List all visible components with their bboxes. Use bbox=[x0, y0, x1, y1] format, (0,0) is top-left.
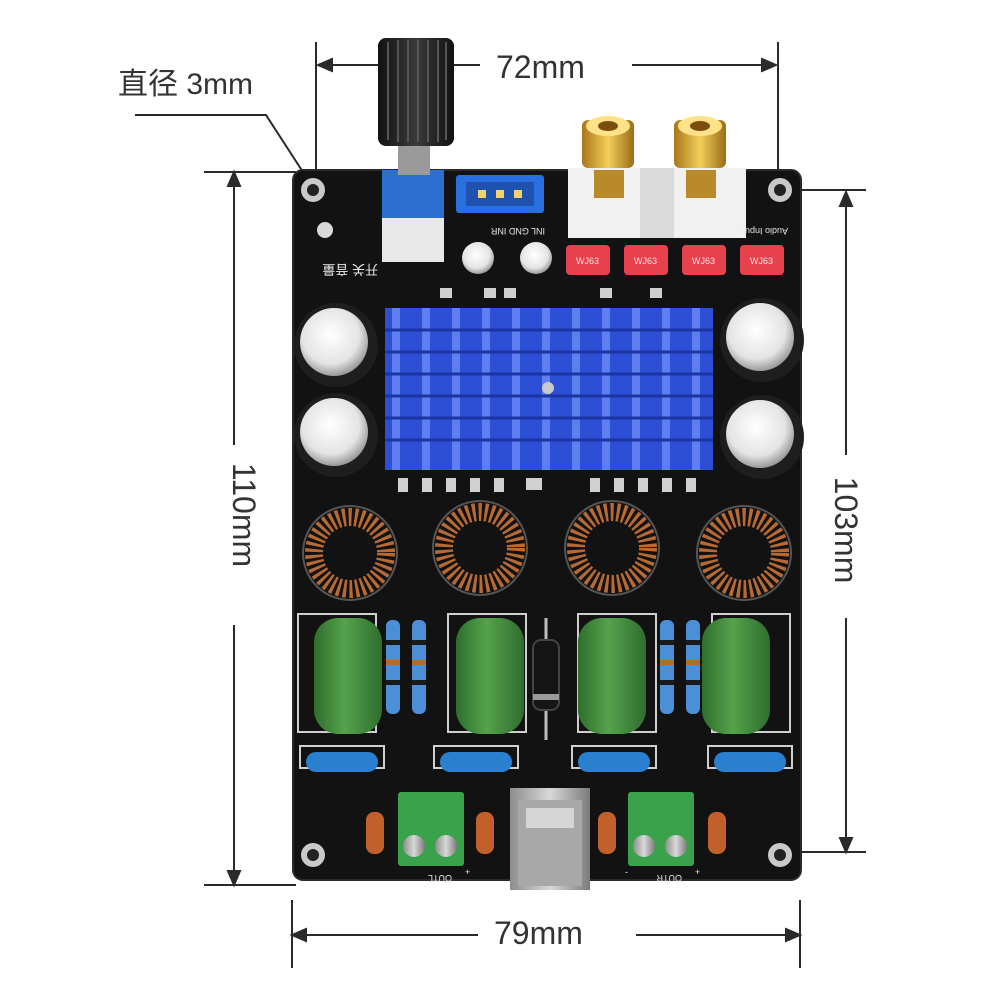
small-capacitors bbox=[462, 242, 552, 274]
bottom-width-label: 79mm bbox=[488, 917, 589, 949]
speaker-output-terminals bbox=[398, 792, 694, 866]
power-input-connector bbox=[510, 788, 590, 890]
out-right-label: OUTR bbox=[656, 873, 682, 883]
film-capacitors bbox=[297, 613, 791, 734]
volume-knob bbox=[378, 38, 454, 262]
blue-capacitors bbox=[299, 745, 793, 772]
minus-sign: - bbox=[625, 867, 628, 877]
top-width-label: 72mm bbox=[490, 51, 591, 83]
fuse-label: WJ63 bbox=[692, 256, 715, 266]
resistors bbox=[386, 620, 700, 714]
plus-sign: + bbox=[695, 867, 700, 877]
input-header-connector bbox=[456, 175, 544, 213]
dimension-lines bbox=[135, 42, 866, 968]
switch-volume-label: 开关 音量 bbox=[322, 262, 378, 277]
right-height-label: 103mm bbox=[826, 466, 866, 594]
heatsink bbox=[385, 308, 713, 470]
mounting-holes bbox=[301, 178, 792, 867]
input-header-label: INL GND INR bbox=[490, 226, 545, 236]
fuses: WJ63 WJ63 WJ63 WJ63 bbox=[566, 245, 784, 275]
out-left-label: OUTL bbox=[428, 873, 452, 883]
diode bbox=[532, 618, 560, 740]
fuse-label: WJ63 bbox=[576, 256, 599, 266]
hole-diameter-label: 直径 3mm bbox=[118, 68, 253, 101]
toroidal-inductors bbox=[302, 500, 792, 601]
rca-input-jacks bbox=[568, 116, 746, 238]
left-height-label: 110mm bbox=[224, 452, 264, 578]
large-electrolytic-capacitors bbox=[294, 298, 804, 479]
plus-sign: + bbox=[465, 867, 470, 877]
fuse-label: WJ63 bbox=[750, 256, 773, 266]
ceramic-capacitors bbox=[366, 812, 726, 854]
audio-input-label: Audio Input bbox=[742, 226, 788, 236]
fuse-label: WJ63 bbox=[634, 256, 657, 266]
